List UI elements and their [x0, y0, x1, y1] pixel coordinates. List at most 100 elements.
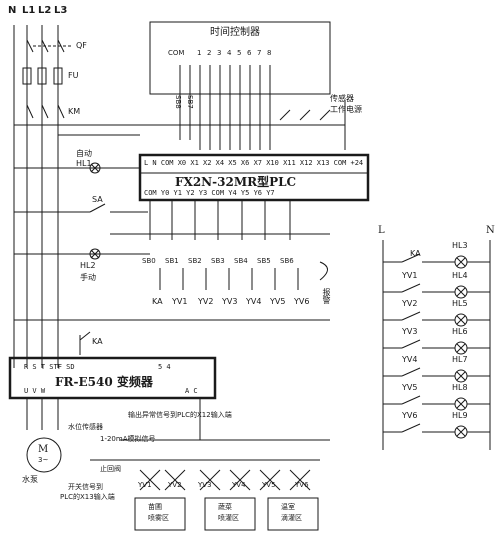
plc-input-terminals: L N COM X0 X1 X2 X4 X5 X6 X7 X10 X11 X12…	[144, 159, 364, 167]
timer-terminal-8: 8	[267, 49, 272, 57]
km-label: KM	[68, 107, 81, 116]
inverter-box	[8, 356, 217, 400]
motor-phase: 3~	[38, 456, 49, 464]
plc-output-terminals: COM Y0 Y1 Y2 Y3 COM Y4 Y5 Y6 Y7	[144, 189, 275, 197]
inverter-bottom-terms: U V W	[24, 387, 46, 395]
ladder-lamp-cross-4	[456, 343, 466, 353]
alarm-label: 报警	[322, 288, 331, 304]
ladder-contact-4	[401, 339, 421, 349]
ladder-contact-label-1: YV1	[402, 271, 418, 280]
l1-label: L1	[22, 5, 36, 16]
zone-box-2	[204, 497, 256, 531]
button-label-4: SB3	[211, 257, 225, 265]
output-label-3: YV2	[198, 297, 214, 306]
inverter-ac-terms: A C	[185, 387, 198, 395]
button-label-6: SB5	[257, 257, 271, 265]
pump-motor	[26, 437, 62, 473]
hl2-lamp	[89, 248, 101, 260]
valve-label-1: YV1	[138, 481, 152, 489]
ladder-l-label: L	[378, 225, 385, 236]
button-label-3: SB2	[188, 257, 202, 265]
output-leads	[149, 200, 291, 240]
output-label-6: YV5	[270, 297, 286, 306]
km-contacts	[26, 104, 65, 119]
motor-symbol: M	[38, 444, 49, 455]
ladder-contact-1	[401, 253, 421, 263]
abnormal-note: 输出异常信号到PLC的X12输入端	[128, 411, 232, 419]
ladder-contact-label-5: YV5	[402, 383, 418, 392]
sensor-label-2: 工作电源	[330, 105, 362, 114]
ladder-lamp-label-3: HL5	[452, 299, 468, 308]
hl2-label: HL2	[80, 261, 96, 270]
ladder-contact-7	[401, 423, 421, 433]
ladder-lamp-cross-1	[456, 257, 466, 267]
zone-3-line2: 滴灌区	[281, 514, 302, 522]
button-label-7: SB6	[280, 257, 294, 265]
ladder-n-label: N	[486, 225, 495, 236]
manual-label: 手动	[80, 273, 96, 282]
n-label: N	[8, 5, 17, 16]
ka-contact	[79, 331, 91, 341]
timer-terminal-1: 1	[197, 49, 202, 57]
output-label-4: YV3	[222, 297, 238, 306]
zone-box-3	[267, 497, 319, 531]
ladder-ka-label: KA	[410, 249, 421, 258]
ladder-contact-label-6: YV6	[402, 411, 418, 420]
zone-2-line2: 喷灌区	[218, 514, 239, 522]
valve-label-2: YV2	[168, 481, 182, 489]
valve-symbols	[139, 469, 311, 491]
hl1-label: HL1	[76, 159, 92, 168]
timer-leads	[199, 65, 271, 150]
timer-terminal-2: 2	[207, 49, 212, 57]
ladder-lamp-label-1: HL3	[452, 241, 468, 250]
button-label-1: SB0	[142, 257, 156, 265]
analog-signal-label: 1-20mA模拟信号	[100, 435, 156, 443]
ladder-lamp-cross-3	[456, 315, 466, 325]
wires	[8, 21, 491, 531]
hl1-lamp	[89, 162, 101, 174]
timer-terminal-4: 4	[227, 49, 232, 57]
sa-label: SA	[92, 195, 103, 204]
ladder-lamp-cross-6	[456, 399, 466, 409]
inverter-model: FR-E540 变频器	[55, 375, 153, 389]
timer-title: 时间控制器	[210, 27, 260, 38]
output-label-1: KA	[152, 297, 163, 306]
ladder-contact-5	[401, 367, 421, 377]
l2-label: L2	[38, 5, 52, 16]
fu-fuse-3	[53, 67, 63, 85]
output-label-5: YV4	[246, 297, 262, 306]
timer-terminal-5: 5	[237, 49, 242, 57]
inverter-54-terms: 5 4	[158, 363, 171, 371]
valve-label-3: YV3	[198, 481, 212, 489]
timer-terminal-3: 3	[217, 49, 222, 57]
l3-label: L3	[54, 5, 68, 16]
sensor-contacts	[279, 109, 331, 121]
output-label-2: YV1	[172, 297, 188, 306]
zone-1-line1: 苗圃	[148, 503, 162, 511]
ladder-lamp-cross-2	[456, 287, 466, 297]
ka-contact-label: KA	[92, 337, 103, 346]
zone-3-line1: 温室	[281, 503, 295, 511]
zone-box-1	[134, 497, 186, 531]
ladder-contact-2	[401, 283, 421, 293]
fu-fuse-1	[22, 67, 32, 85]
ladder-contact-3	[401, 311, 421, 321]
button-label-2: SB1	[165, 257, 179, 265]
ladder-lamp-label-2: HL4	[452, 271, 468, 280]
switch-signal-2: PLC的X13输入端	[60, 493, 115, 501]
level-sensor-label: 水位传感器	[68, 423, 103, 431]
plc-model: FX2N-32MR型PLC	[175, 175, 297, 189]
zone-1-line2: 喷雾区	[148, 514, 169, 522]
ladder-contact-6	[401, 395, 421, 405]
ladder-lamp-label-7: HL9	[452, 411, 468, 420]
switch-signal-1: 开关信号到	[68, 483, 103, 491]
output-label-7: YV6	[294, 297, 310, 306]
valve-label-5: YV5	[262, 481, 276, 489]
ladder-contact-label-2: YV2	[402, 299, 418, 308]
button-leads	[159, 268, 299, 290]
timer-terminal-7: 7	[257, 49, 262, 57]
zone-2-line1: 蔬菜	[218, 503, 232, 511]
pump-label: 水泵	[22, 475, 38, 484]
fu-label: FU	[68, 71, 79, 80]
